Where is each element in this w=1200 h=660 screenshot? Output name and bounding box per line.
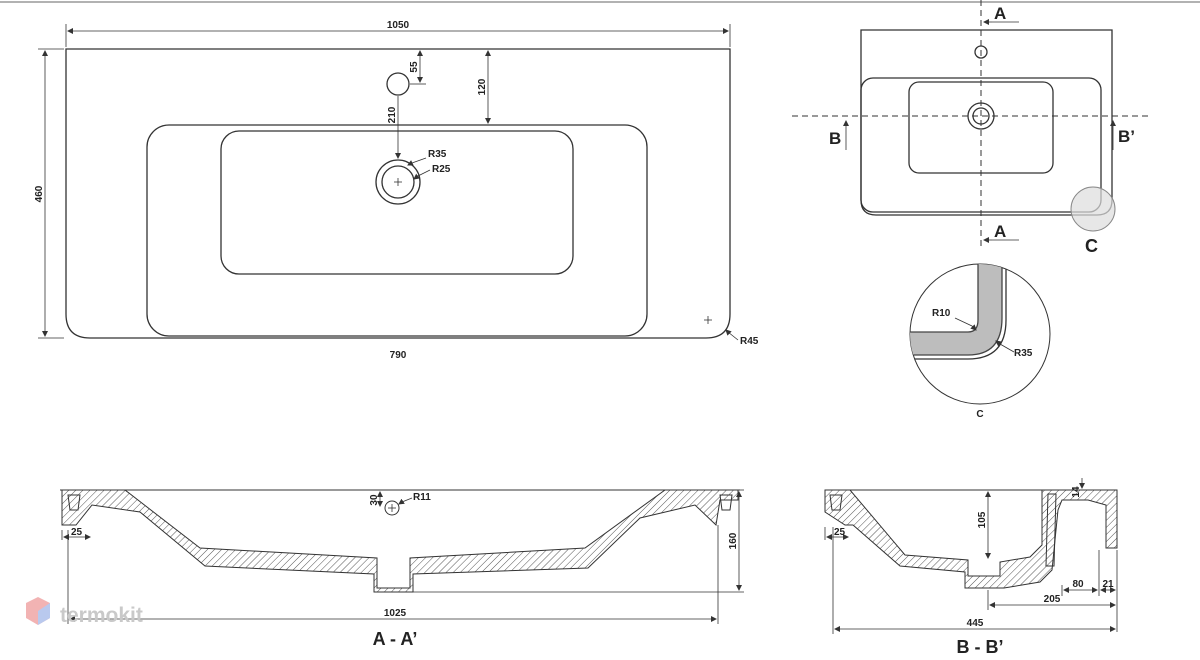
dim-rim-label: 14 bbox=[1071, 486, 1082, 498]
dim-bowl-depth-label: 105 bbox=[977, 511, 988, 528]
detail-c-caption: C bbox=[976, 409, 983, 420]
tap-hole bbox=[386, 72, 410, 96]
dim-bb-edge-label: 25 bbox=[834, 527, 846, 538]
detail-r10-label: R10 bbox=[932, 308, 951, 319]
section-aa: 30 R11 160 25 1025 A - A’ bbox=[60, 489, 744, 649]
dim-height-label: 460 bbox=[34, 185, 45, 202]
dim-drain-offset-label: 210 bbox=[387, 106, 398, 123]
drain-outer bbox=[375, 159, 421, 205]
basin-outer-rim bbox=[146, 124, 648, 337]
drain-inner bbox=[381, 165, 415, 199]
leader-detail-r10 bbox=[954, 317, 977, 331]
leader-corner bbox=[725, 329, 739, 341]
dim-bb-drain-offset-label: 205 bbox=[1044, 594, 1061, 605]
marker-b-left: B bbox=[829, 129, 841, 148]
section-aa-profile bbox=[61, 489, 739, 593]
drain-outer-radius-label: R35 bbox=[428, 149, 447, 160]
watermark-text: termokit bbox=[60, 604, 143, 627]
section-aa-overflow-right bbox=[719, 494, 733, 511]
section-bb-overflow bbox=[829, 494, 843, 511]
overflow-radius-label: R11 bbox=[413, 492, 431, 503]
dim-length-label: 1025 bbox=[384, 608, 407, 619]
section-bb-title: B - B’ bbox=[957, 637, 1004, 657]
leader-overflow bbox=[398, 497, 413, 505]
watermark-logo-icon-half bbox=[38, 603, 50, 625]
section-aa-overflow-left bbox=[67, 494, 81, 511]
dim-wall-label: 21 bbox=[1102, 579, 1114, 590]
dim-overflow-offset-label: 30 bbox=[369, 494, 380, 506]
leader-drain-inner bbox=[413, 169, 431, 180]
detail-c-highlight bbox=[1070, 186, 1116, 232]
dim-edge-label: 25 bbox=[71, 527, 83, 538]
dim-rim-depth-label: 120 bbox=[477, 78, 488, 95]
leader-detail-r35 bbox=[995, 340, 1015, 353]
small-plan-view: A A B B’ C bbox=[792, 0, 1150, 256]
section-aa-overflow-hole bbox=[384, 500, 400, 516]
basin-bowl bbox=[220, 130, 574, 275]
corner-radius-label: R45 bbox=[740, 336, 759, 347]
marker-b-right: B’ bbox=[1118, 127, 1135, 146]
dim-tap-label: 55 bbox=[409, 61, 420, 73]
top-view-outline bbox=[65, 48, 731, 339]
drain-inner-radius-label: R25 bbox=[432, 164, 451, 175]
dim-depth-label: 160 bbox=[728, 532, 739, 549]
detail-r35-label: R35 bbox=[1014, 348, 1033, 359]
detail-c-view: R10 R35 C bbox=[909, 263, 1051, 420]
marker-a-bottom: A bbox=[994, 222, 1006, 241]
dim-drain-width-label: 80 bbox=[1072, 579, 1084, 590]
leader-drain-outer bbox=[407, 157, 427, 166]
detail-c-outer-edge bbox=[910, 264, 1007, 360]
section-bb-overflow-channel bbox=[1045, 493, 1057, 567]
detail-marker-c: C bbox=[1085, 236, 1098, 256]
dim-inner-width-label: 790 bbox=[390, 350, 407, 361]
section-bb: 105 14 25 80 21 205 445 B - B’ bbox=[824, 478, 1118, 657]
top-view: 1050 460 790 55 120 210 R35 R25 R45 bbox=[34, 20, 759, 361]
section-aa-title: A - A’ bbox=[373, 629, 418, 649]
section-bb-profile bbox=[824, 489, 1118, 589]
watermark: termokit bbox=[26, 597, 143, 627]
dim-width-label: 1050 bbox=[387, 20, 410, 31]
dim-bb-depth-label: 445 bbox=[967, 618, 984, 629]
marker-a-top: A bbox=[994, 4, 1006, 23]
